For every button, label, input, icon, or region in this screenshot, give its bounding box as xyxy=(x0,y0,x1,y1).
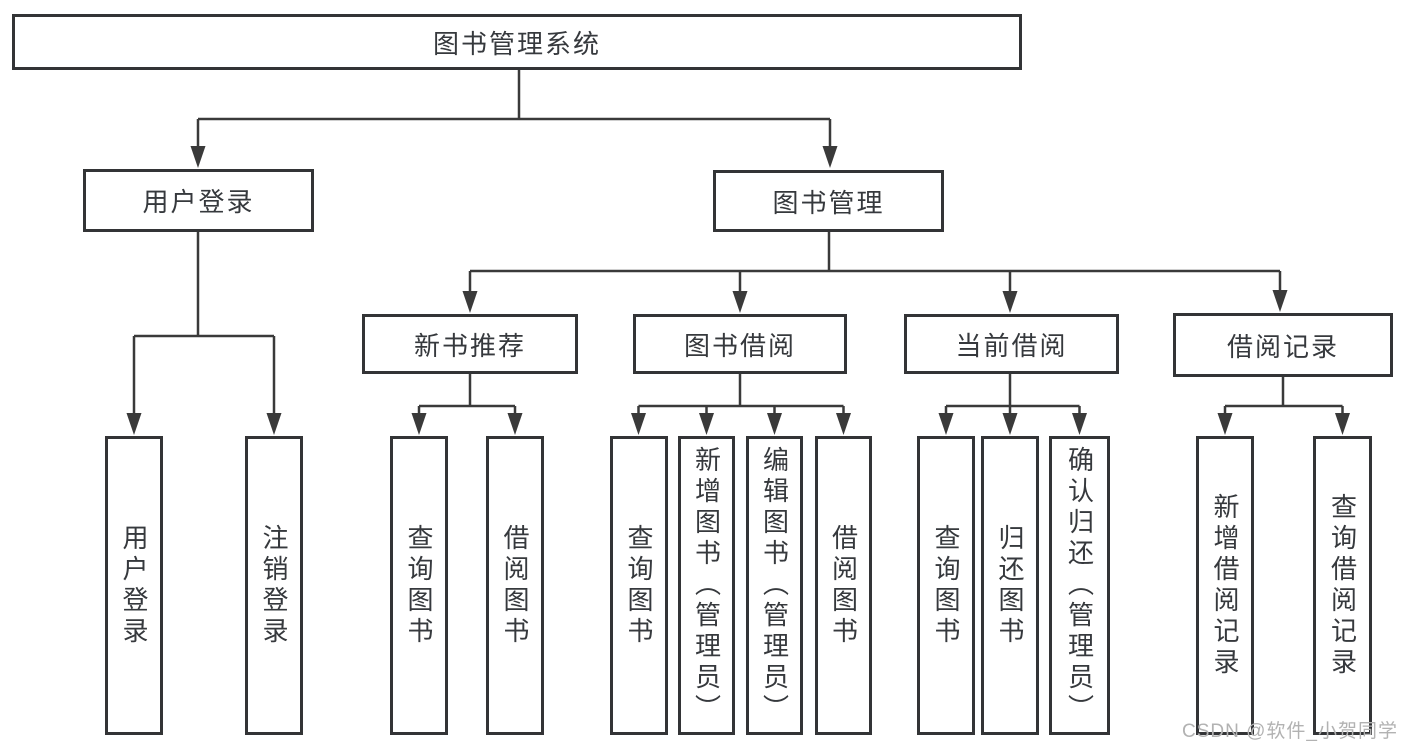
leaf-label: 归还图书 xyxy=(995,523,1025,648)
arrow-down-icon xyxy=(1002,291,1018,313)
connector-borrow-records-to-leaves xyxy=(1223,377,1344,418)
leaf-borrow-books-borrow: 借阅图书 xyxy=(815,436,872,735)
node-label: 新书推荐 xyxy=(413,330,526,361)
leaf-label: 借阅图书 xyxy=(828,523,859,648)
leaf-logout: 注销登录 xyxy=(245,436,303,735)
arrow-down-icon xyxy=(507,413,523,435)
leaf-add-borrow-record: 新增借阅记录 xyxy=(1196,436,1254,735)
arrow-down-icon xyxy=(836,413,851,435)
connector-book-borrow-to-leaves xyxy=(637,374,845,418)
node-root-system: 图书管理系统 xyxy=(12,14,1022,70)
arrow-down-icon xyxy=(126,413,142,435)
connector-new-book-rec-to-leaves xyxy=(417,374,517,418)
arrow-down-icon xyxy=(190,146,206,168)
arrow-down-icon xyxy=(411,413,427,435)
leaf-label: 查询图书 xyxy=(404,523,434,648)
arrow-down-icon xyxy=(1002,413,1018,435)
leaf-query-books-recommend: 查询图书 xyxy=(390,436,448,735)
arrow-down-icon xyxy=(938,413,954,435)
leaf-label: 注销登录 xyxy=(259,523,289,648)
leaf-label: 新增图书（管理员） xyxy=(691,446,722,725)
node-current-borrow: 当前借阅 xyxy=(904,314,1119,374)
arrow-down-icon xyxy=(732,291,748,313)
arrow-down-icon xyxy=(822,146,838,168)
connector-current-borrow-to-leaves xyxy=(944,374,1081,418)
leaf-label: 查询借阅记录 xyxy=(1327,492,1358,679)
node-label: 图书管理 xyxy=(772,187,885,218)
csdn-watermark: CSDN @软件_小贺同学 xyxy=(1182,721,1398,742)
leaf-edit-books-admin: 编辑图书（管理员） xyxy=(746,436,803,735)
leaf-label: 查询图书 xyxy=(931,523,961,648)
arrow-down-icon xyxy=(1335,413,1350,435)
node-label: 用户登录 xyxy=(142,187,255,217)
node-book-management: 图书管理 xyxy=(713,170,944,232)
leaf-label: 编辑图书（管理员） xyxy=(759,446,790,725)
connector-root-to-level2 xyxy=(196,70,832,150)
node-book-borrow: 图书借阅 xyxy=(633,314,847,374)
leaf-user-login: 用户登录 xyxy=(105,436,163,735)
node-label: 借阅记录 xyxy=(1226,331,1339,362)
arrow-down-icon xyxy=(462,291,478,313)
leaf-label: 借阅图书 xyxy=(500,523,530,648)
node-borrow-records: 借阅记录 xyxy=(1173,313,1393,377)
arrow-down-icon xyxy=(266,413,282,435)
leaf-borrow-books-recommend: 借阅图书 xyxy=(486,436,544,735)
arrow-down-icon xyxy=(631,413,646,435)
arrow-down-icon xyxy=(699,413,714,435)
leaf-query-books-current: 查询图书 xyxy=(917,436,975,735)
arrowheads xyxy=(126,146,1350,435)
connector-book-mgmt-to-level3 xyxy=(468,232,1282,297)
arrow-down-icon xyxy=(1072,413,1087,435)
leaf-query-borrow-record: 查询借阅记录 xyxy=(1313,436,1372,735)
leaf-label: 查询图书 xyxy=(624,523,654,648)
leaf-query-books-borrow: 查询图书 xyxy=(610,436,668,735)
node-label: 当前借阅 xyxy=(955,330,1068,361)
leaf-label: 新增借阅记录 xyxy=(1210,492,1240,679)
node-label: 图书借阅 xyxy=(683,330,796,361)
node-new-book-recommend: 新书推荐 xyxy=(362,314,578,374)
leaf-label: 用户登录 xyxy=(119,523,149,648)
leaf-return-books: 归还图书 xyxy=(981,436,1039,735)
arrow-down-icon xyxy=(1217,413,1233,435)
connector-user-login-to-leaves xyxy=(132,232,276,416)
leaf-add-books-admin: 新增图书（管理员） xyxy=(678,436,735,735)
arrow-down-icon xyxy=(1272,290,1288,312)
node-user-login: 用户登录 xyxy=(83,169,314,232)
leaf-label: 确认归还（管理员） xyxy=(1064,446,1095,725)
leaf-confirm-return-admin: 确认归还（管理员） xyxy=(1049,436,1110,735)
arrow-down-icon xyxy=(767,413,782,435)
node-label: 图书管理系统 xyxy=(432,28,601,59)
